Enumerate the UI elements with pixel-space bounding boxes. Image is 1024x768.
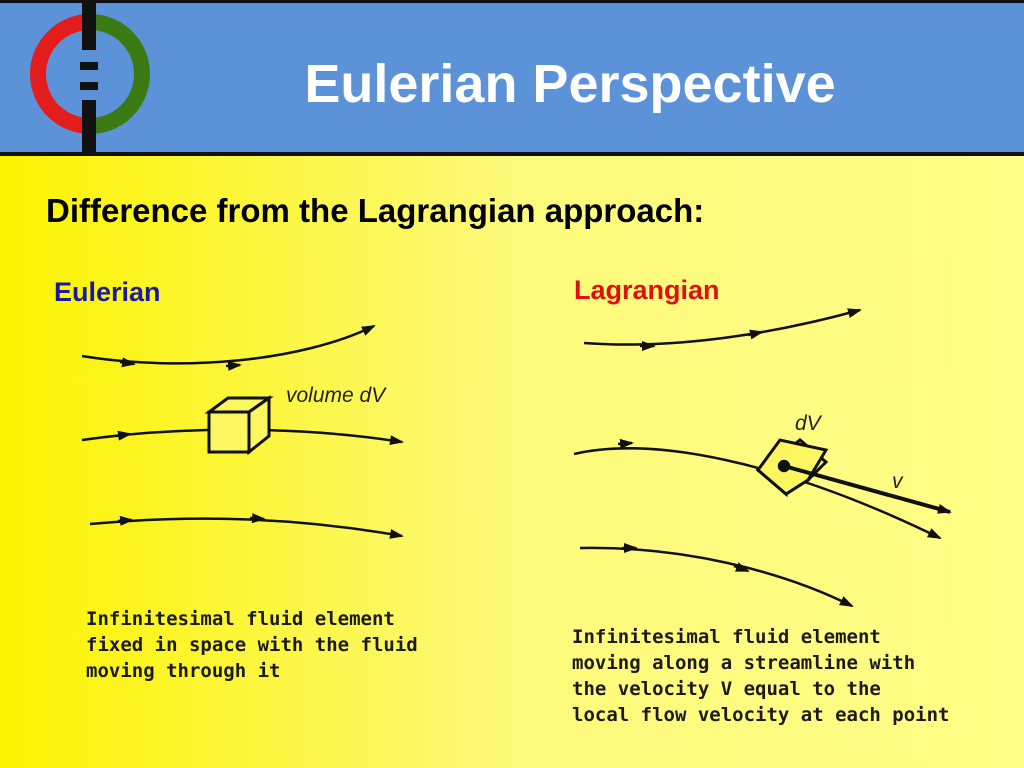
eulerian-streamline-top: [81, 324, 376, 365]
eulerian-diagram: [81, 324, 404, 539]
logo-bar-bottom: [82, 100, 96, 152]
lagrangian-heading: Lagrangian: [574, 275, 720, 305]
lagrangian-caption-line: local flow velocity at each point: [572, 704, 950, 726]
eulerian-volume-label: volume dV: [286, 384, 387, 407]
eulerian-streamline-bottom-arrow: [117, 515, 134, 526]
logo-bar-top: [82, 0, 96, 50]
logo-red-arc: [30, 14, 91, 134]
logo-bar-lower: [80, 82, 98, 90]
eulerian-caption: Infinitesimal fluid element fixed in spa…: [86, 606, 426, 684]
lagrangian-streamline-top-arrow-2: [747, 329, 764, 340]
cube-side: [247, 395, 271, 456]
lagrangian-diagram: [573, 308, 952, 608]
eulerian-streamline-bottom: [89, 517, 404, 539]
lagrangian-streamline-bottom: [579, 546, 854, 608]
slide-subtitle: Difference from the Lagrangian approach:: [46, 192, 705, 229]
lagrangian-caption: Infinitesimal fluid element moving along…: [572, 624, 952, 728]
cube-front: [207, 410, 251, 454]
eulerian-streamline-bottom-arrow-2: [249, 513, 266, 524]
lagrangian-velocity-label: v: [892, 470, 904, 493]
lagrangian-caption-line: Infinitesimal fluid element: [572, 626, 881, 648]
slide-title: Eulerian Perspective: [304, 54, 836, 114]
lagrangian-caption-line: the velocity V equal to the: [572, 678, 881, 700]
eulerian-caption-line: Infinitesimal fluid element: [86, 608, 395, 630]
eulerian-heading: Eulerian: [54, 277, 161, 307]
title-bar-top-rule: [0, 0, 1024, 3]
title-bar: Eulerian Perspective: [0, 0, 1024, 156]
eulerian-caption-line: fixed in space with the fluid: [86, 634, 418, 656]
lagrangian-streamline-middle-arrow: [617, 438, 634, 449]
velocity-vector: [783, 464, 952, 514]
lagrangian-streamline-middle: [573, 447, 942, 540]
eulerian-streamline-top-mid-arrow-2: [225, 360, 242, 371]
eulerian-streamline-top-mid-arrow: [119, 357, 136, 368]
lagrangian-caption-line: moving along a streamline with: [572, 652, 916, 674]
eulerian-caption-line: moving through it: [86, 660, 281, 682]
eulerian-streamline-middle-arrow: [115, 430, 132, 441]
red-green-ring-logo-icon: [30, 0, 150, 152]
lagrangian-streamline-top: [583, 308, 862, 346]
logo-green-arc: [89, 14, 150, 134]
logo-bar-middle: [80, 62, 98, 70]
lagrangian-volume-cube: [755, 438, 829, 498]
eulerian-volume-cube: [204, 395, 274, 456]
lagrangian-streamline-bottom-arrow-2: [733, 562, 750, 573]
lagrangian-volume-label: dV: [795, 412, 823, 435]
